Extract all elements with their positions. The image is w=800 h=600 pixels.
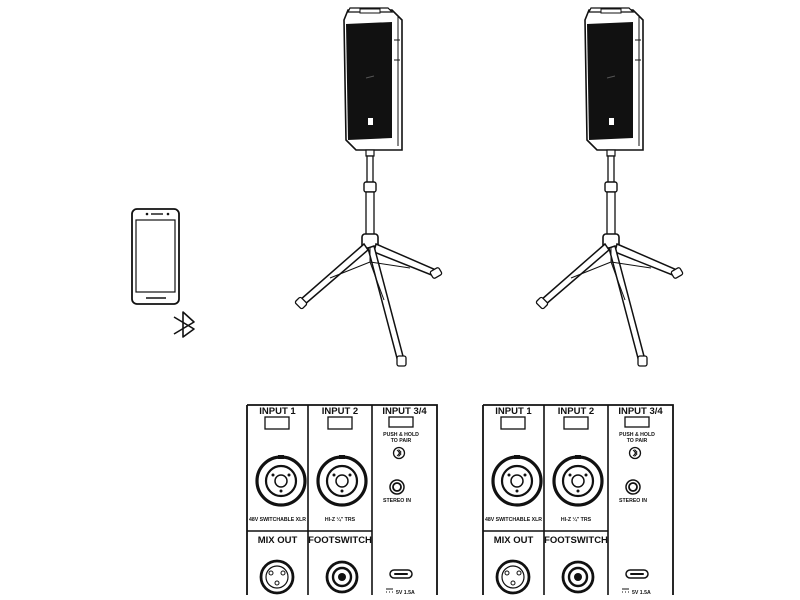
xlr-label: 48V SWITCHABLE XLR bbox=[249, 517, 306, 523]
usb-label: 5V 1.5A bbox=[396, 590, 415, 596]
input-2-label: INPUT 2 bbox=[558, 406, 594, 417]
mix-out-label: MIX OUT bbox=[494, 535, 534, 546]
usb-label: 5V 1.5A bbox=[632, 590, 651, 596]
smartphone-icon bbox=[131, 208, 180, 305]
to-pair-label: TO PAIR bbox=[391, 438, 412, 444]
io-panel-right: INPUT 1 INPUT 2 INPUT 3/4 PUSH & HOLD TO… bbox=[481, 403, 675, 597]
input-3-4-label: INPUT 3/4 bbox=[618, 406, 663, 417]
mix-out-label: MIX OUT bbox=[258, 535, 298, 546]
to-pair-label: TO PAIR bbox=[627, 438, 648, 444]
stereo-in-label: STEREO IN bbox=[383, 498, 411, 504]
speaker-on-stand-left bbox=[293, 7, 444, 367]
push-hold-label: PUSH & HOLD bbox=[619, 432, 655, 438]
speaker-on-stand-right bbox=[534, 7, 685, 367]
input-1-label: INPUT 1 bbox=[259, 406, 296, 417]
trs-label: HI-Z ¼" TRS bbox=[325, 516, 356, 523]
xlr-label: 48V SWITCHABLE XLR bbox=[485, 517, 542, 523]
input-2-label: INPUT 2 bbox=[322, 406, 358, 417]
trs-label: HI-Z ¼" TRS bbox=[561, 516, 592, 523]
footswitch-label: FOOTSWITCH bbox=[544, 535, 608, 546]
input-1-label: INPUT 1 bbox=[495, 406, 532, 417]
input-3-4-label: INPUT 3/4 bbox=[382, 406, 427, 417]
footswitch-label: FOOTSWITCH bbox=[308, 535, 372, 546]
stereo-in-label: STEREO IN bbox=[619, 498, 647, 504]
io-panel-left: INPUT 1 INPUT 2 INPUT 3/4 PUSH & HOLD TO… bbox=[245, 403, 439, 597]
bluetooth-icon bbox=[173, 311, 195, 338]
push-hold-label: PUSH & HOLD bbox=[383, 432, 419, 438]
